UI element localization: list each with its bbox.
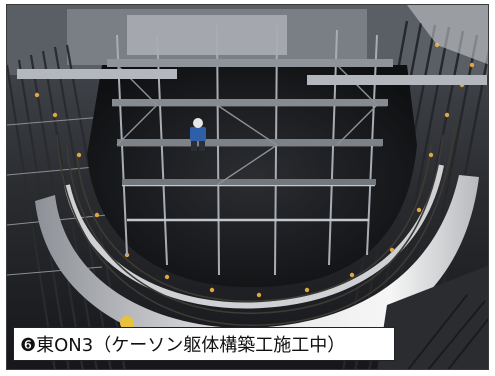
worker-figure	[190, 118, 206, 151]
photo-caption: ❻東ON3（ケーソン躯体構築工施工中）	[20, 335, 346, 356]
photo-illustration	[7, 5, 488, 369]
photo-caption-box: ❻東ON3（ケーソン躯体構築工施工中）	[13, 327, 395, 361]
construction-photo	[6, 4, 489, 370]
